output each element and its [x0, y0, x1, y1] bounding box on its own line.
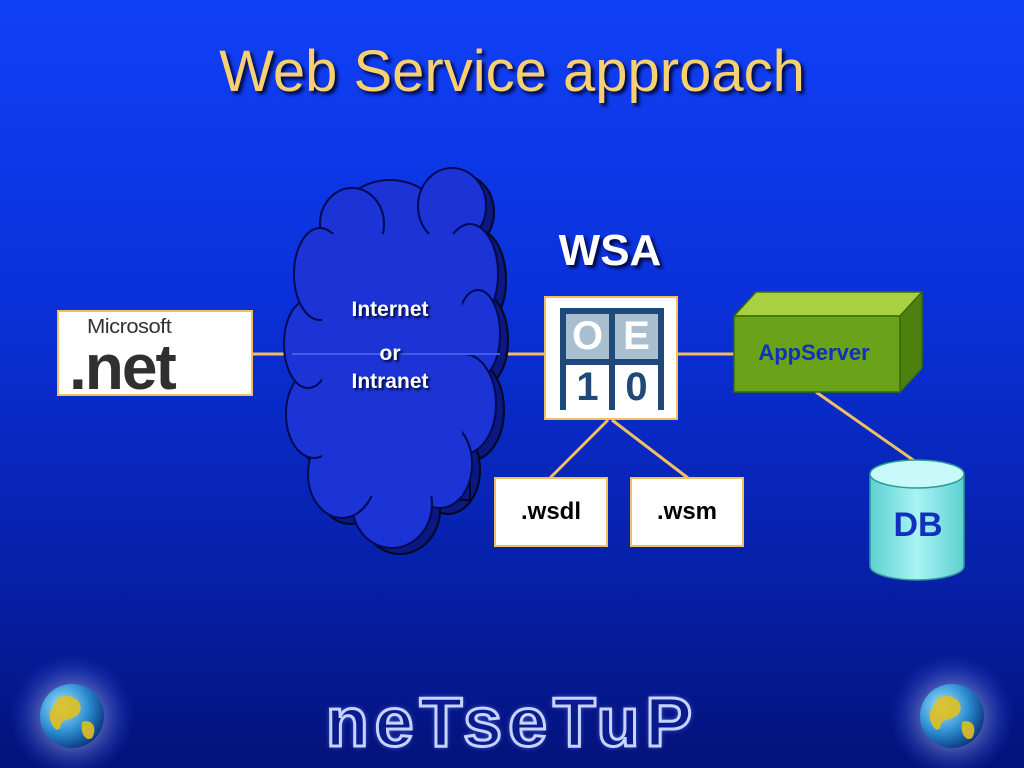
slide-title: Web Service approach [219, 39, 805, 104]
cloud-label-internet: Internet [351, 298, 429, 321]
oe-cell-e: E [615, 314, 658, 359]
connector-oe-wsm [611, 418, 689, 480]
oe-cell-0: 0 [615, 365, 658, 410]
connector-oe-wsdl [548, 418, 610, 480]
oe-cell-1: 1 [566, 365, 609, 410]
net-logo-microsoft-text: Microsoft [87, 316, 172, 338]
db-label: DB [893, 506, 943, 544]
db-cylinder [869, 459, 965, 581]
oe-cell-o: O [566, 314, 609, 359]
globe-icon-left [10, 654, 134, 768]
netsetup-brand-logo: neTseTuP [324, 682, 699, 763]
openedge-logo-grid: O E 1 0 [560, 308, 664, 410]
appserver-label: AppServer [758, 340, 870, 365]
connector-appserver-db [815, 390, 917, 464]
microsoft-net-logo: Microsoft .net [57, 310, 253, 403]
appserver-box [732, 290, 924, 394]
wsa-label: WSA [558, 226, 662, 275]
openedge-logo: O E 1 0 [544, 296, 678, 420]
wsm-file-box: .wsm [630, 477, 744, 547]
cloud-label-intranet: Intranet [351, 370, 429, 393]
wsdl-file-box: .wsdl [494, 477, 608, 547]
cloud-label-or: or [379, 342, 401, 365]
globe-icon-right [890, 654, 1014, 768]
net-logo-net-text: .net [69, 331, 177, 403]
cloud-core [322, 234, 462, 496]
